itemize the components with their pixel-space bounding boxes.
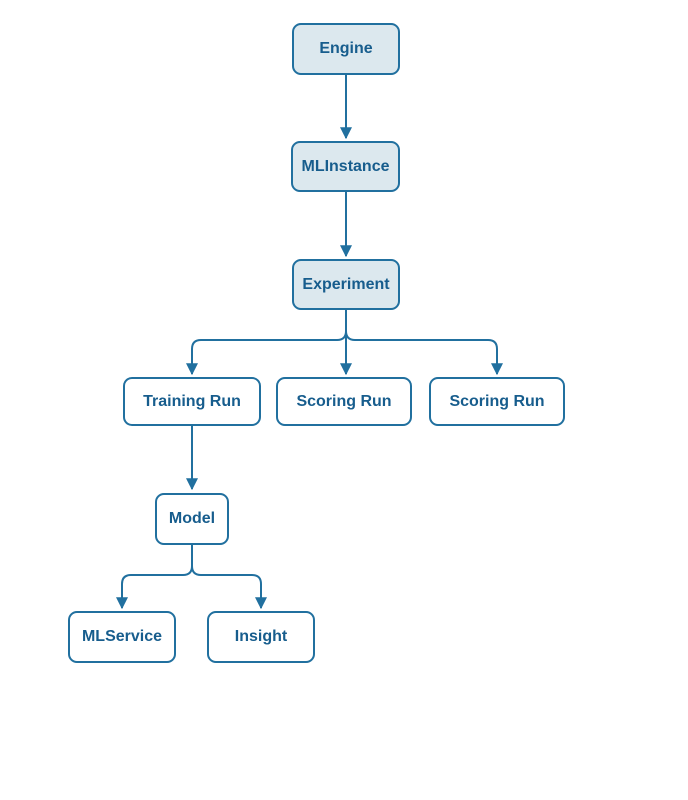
node-scoring-run-1: Scoring Run [276, 377, 412, 426]
node-mlservice-label: MLService [81, 628, 163, 645]
edge-experiment-training-run [186, 310, 347, 376]
edge-model-insight [191, 545, 267, 610]
edge-experiment-scoring-run-2 [345, 310, 503, 376]
node-model: Model [155, 493, 229, 545]
node-training-run-label: Training Run [143, 392, 241, 410]
node-insight: Insight [207, 611, 315, 663]
node-experiment-label: Experiment [302, 275, 390, 293]
node-engine-label: Engine [319, 40, 373, 57]
edge-model-mlservice [116, 545, 193, 610]
node-mlinstance: MLInstance [291, 141, 400, 192]
node-mlinstance-label: MLInstance [301, 157, 390, 175]
node-experiment: Experiment [292, 259, 400, 310]
node-scoring-run-2: Scoring Run [429, 377, 565, 426]
node-insight-label: Insight [234, 628, 288, 645]
node-scoring-run-1-label: Scoring Run [296, 392, 392, 410]
node-mlservice: MLService [68, 611, 176, 663]
node-training-run: Training Run [123, 377, 261, 426]
node-scoring-run-2-label: Scoring Run [449, 392, 545, 410]
node-engine: Engine [292, 23, 400, 75]
node-model-label: Model [168, 510, 216, 527]
